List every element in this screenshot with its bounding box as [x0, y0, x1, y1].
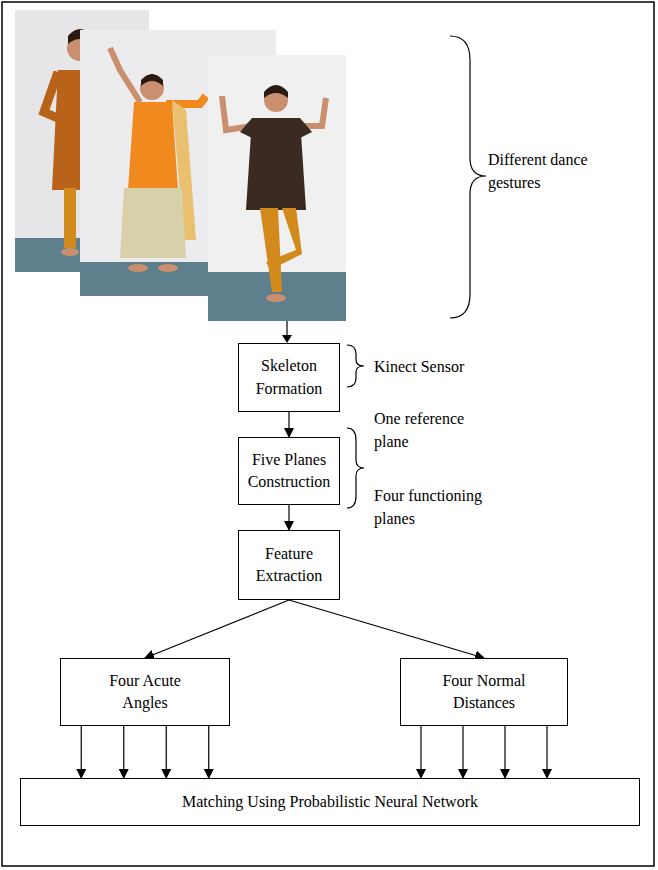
flow-arrow [546, 726, 547, 778]
brace [450, 36, 486, 318]
box-text: Five Planes Construction [245, 449, 333, 494]
process-box: Four Normal Distances [400, 658, 568, 726]
process-box: Four Acute Angles [60, 658, 230, 726]
box-text: Matching Using Probabilistic Neural Netw… [182, 791, 478, 813]
box-text: Skeleton Formation [245, 355, 333, 400]
dance-photo [208, 55, 346, 321]
process-box: Skeleton Formation [238, 343, 340, 412]
process-box: Five Planes Construction [238, 437, 340, 505]
flow-arrow [208, 726, 209, 778]
arrow-head [282, 335, 292, 343]
process-box: Matching Using Probabilistic Neural Netw… [20, 778, 640, 826]
flow-arrow [420, 726, 421, 778]
brace [347, 345, 364, 387]
flow-arrow [289, 600, 484, 658]
flow-arrow [81, 726, 82, 778]
flow-arrow [504, 726, 505, 778]
annotation-label: One reference plane [374, 407, 489, 453]
flow-arrow [288, 505, 289, 530]
annotation-label: Different dance gestures [488, 148, 613, 194]
process-box: Feature Extraction [238, 530, 340, 600]
flow-arrow [288, 412, 289, 437]
input-arrow [286, 321, 287, 336]
box-text: Four Normal Distances [429, 670, 539, 715]
box-text: Four Acute Angles [99, 670, 191, 715]
annotation-label: Four functioning planes [374, 484, 514, 530]
brace [347, 428, 364, 508]
flow-arrow [145, 600, 289, 658]
annotation-label: Kinect Sensor [374, 355, 494, 378]
flow-arrow [462, 726, 463, 778]
flow-arrow [166, 726, 167, 778]
box-text: Feature Extraction [245, 543, 333, 588]
flow-arrow [123, 726, 124, 778]
